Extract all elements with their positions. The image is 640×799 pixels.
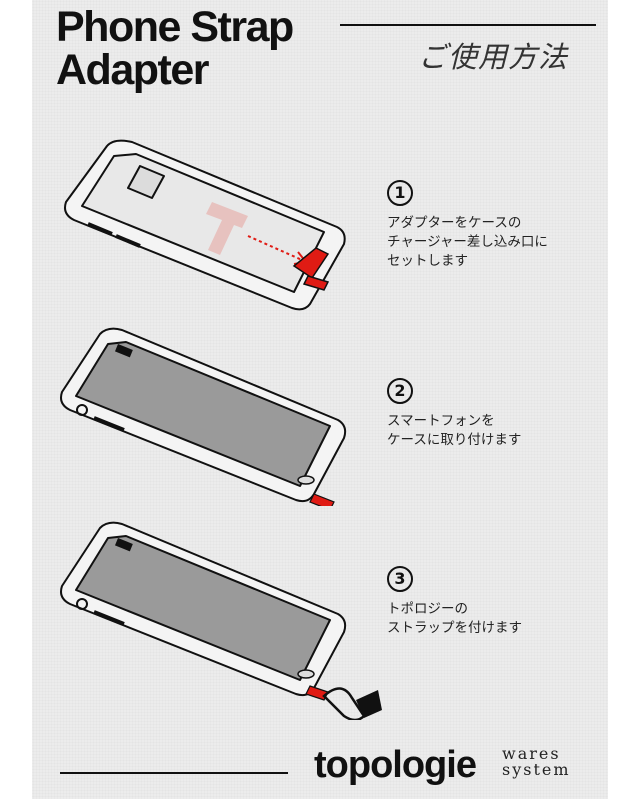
step-1-number: 1 (387, 180, 413, 206)
phone-with-strap-illustration (60, 521, 382, 720)
brand-tagline-line-1: wares (502, 744, 561, 763)
step-1-text: アダプターをケースの チャージャー差し込み口に セットします (387, 215, 548, 269)
usage-heading: ご使用方法 (418, 40, 569, 74)
step-2: 2 スマートフォンを ケースに取り付けます (387, 378, 597, 450)
page-title: Phone Strap Adapter (56, 3, 294, 94)
brand-logo: topologie (314, 744, 477, 786)
step-3-text: トポロジーの ストラップを付けます (387, 601, 522, 636)
case-adapter-illustration (64, 139, 346, 311)
step-3: 3 トポロジーの ストラップを付けます (387, 566, 597, 638)
brand-tagline-line-2: system (502, 760, 571, 779)
phone-in-case-illustration (60, 327, 347, 506)
step-2-text: スマートフォンを ケースに取り付けます (387, 413, 522, 448)
adapter-ghost (206, 202, 248, 255)
adapter-red (292, 247, 330, 280)
step-3-number: 3 (387, 566, 413, 592)
step-2-number: 2 (387, 378, 413, 404)
title-divider (340, 24, 596, 26)
footer-divider (60, 772, 288, 774)
title-line-2: Adapter (56, 46, 209, 94)
brand-tagline: wares system (502, 746, 571, 778)
step-1: 1 アダプターをケースの チャージャー差し込み口に セットします (387, 180, 597, 271)
instruction-page: Phone Strap Adapter ご使用方法 (32, 0, 608, 799)
title-line-1: Phone Strap (56, 3, 294, 51)
